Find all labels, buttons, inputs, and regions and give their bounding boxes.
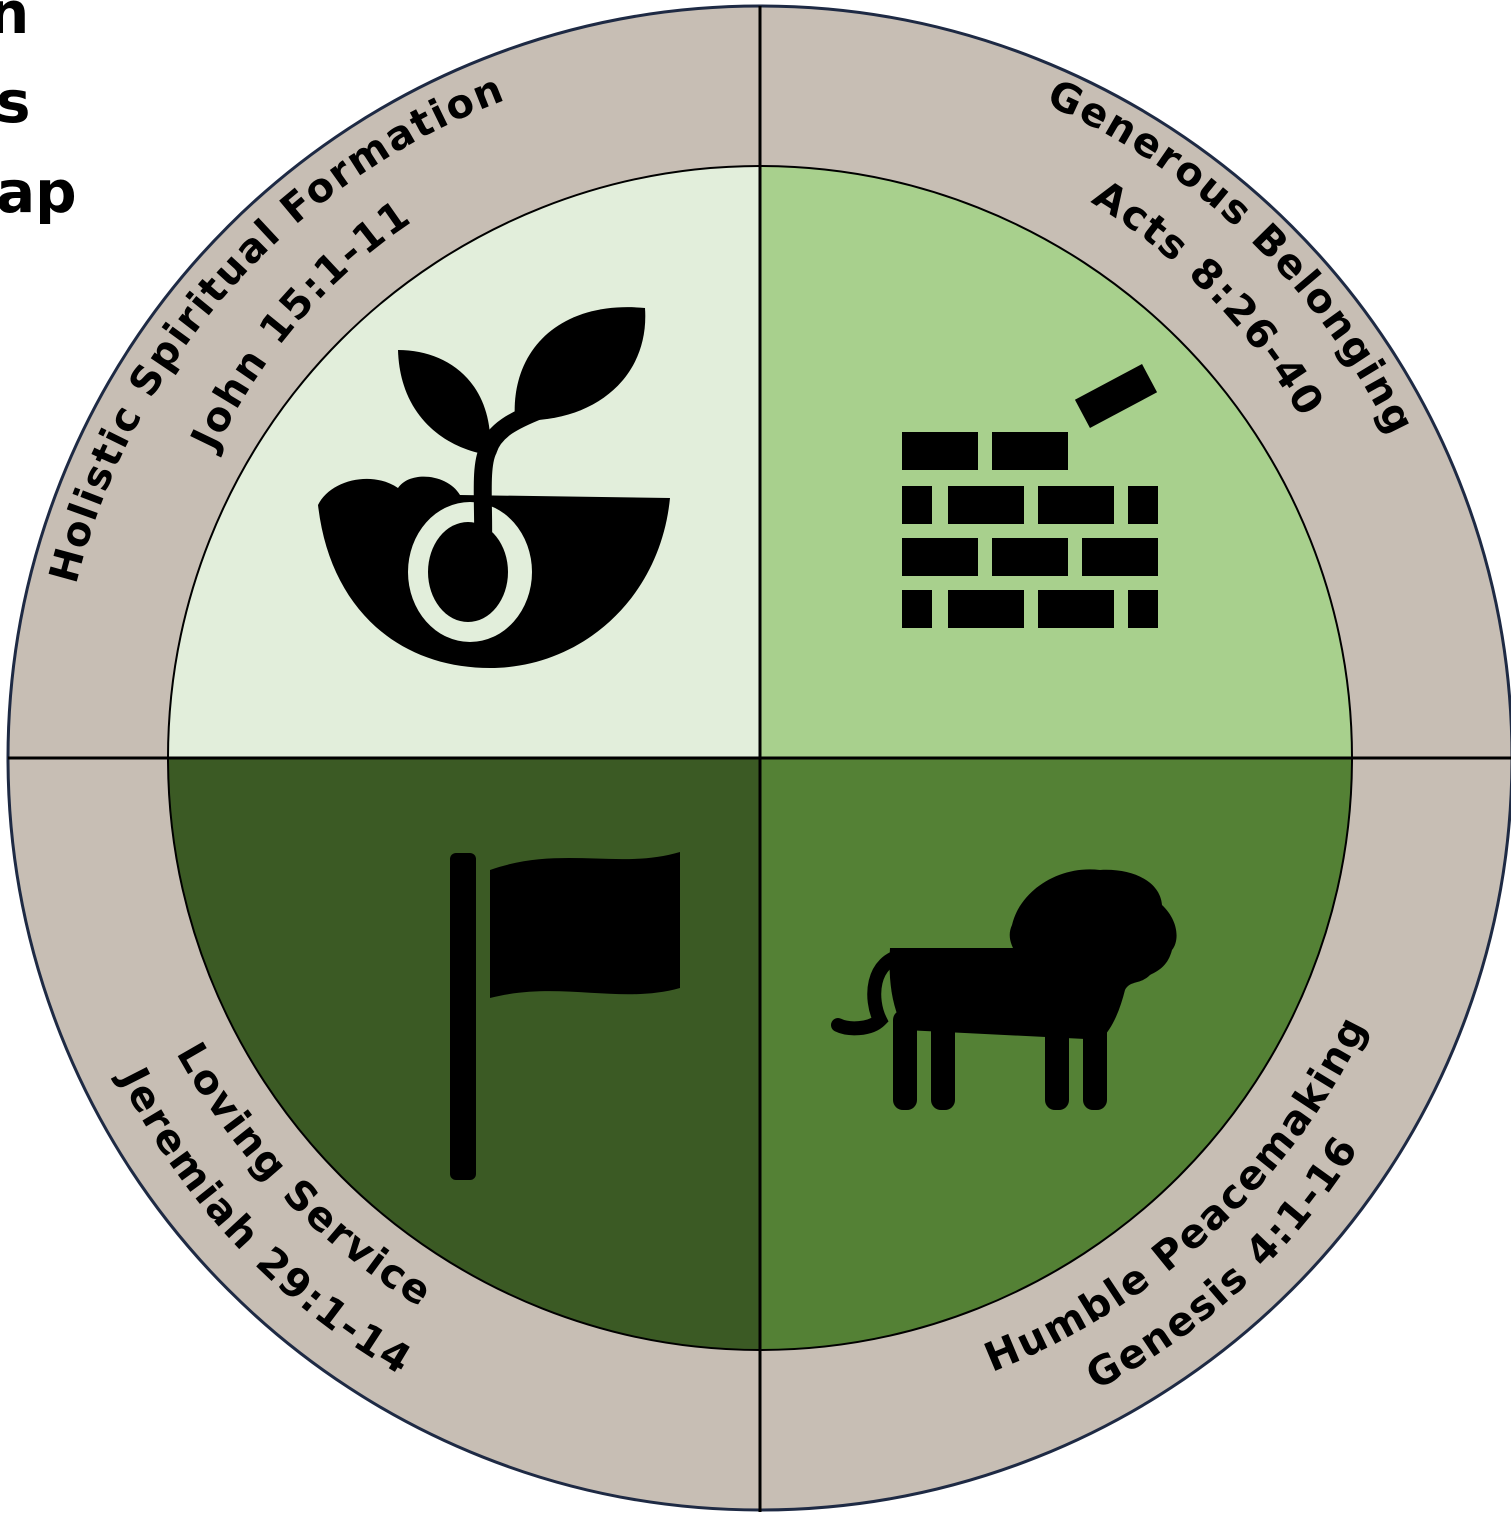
lion-icon <box>831 869 1177 1110</box>
title-line-2: s <box>0 68 31 136</box>
clipped-page-title: n s ap <box>0 0 77 226</box>
title-line-3: ap <box>0 158 77 226</box>
brick-wall-icon <box>902 364 1158 628</box>
title-line-1: n <box>0 0 29 47</box>
flag-icon <box>450 852 680 1180</box>
sprout-icon <box>318 307 670 668</box>
